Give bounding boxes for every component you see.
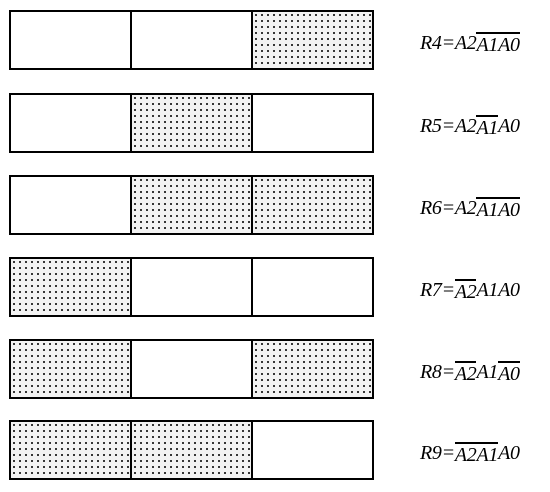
segment-bar [9, 10, 374, 70]
row-equation: R6=A2A1A0 [420, 193, 520, 223]
shaded-cell [253, 177, 372, 233]
row-r8: R8=A2A1A0 [0, 339, 550, 403]
row-equation: R4=A2A1A0 [420, 28, 520, 58]
equation-term: A0 [498, 115, 520, 137]
row-r5: R5=A2A1A0 [0, 93, 550, 157]
negated-term: A1 [476, 197, 499, 221]
negated-term: A1 [476, 115, 499, 139]
row-r4: R4=A2A1A0 [0, 10, 550, 74]
equation-prefix: R5= [420, 115, 455, 137]
shaded-cell [132, 177, 253, 233]
shaded-cell [132, 422, 253, 478]
negated-term: A2 [454, 442, 477, 466]
equation-term: A1 [476, 361, 499, 383]
negated-term: A1 [476, 32, 499, 56]
row-equation: R7=A2A1A0 [420, 275, 520, 305]
equation-term: A0 [498, 442, 520, 464]
empty-cell [132, 259, 253, 315]
equation-prefix: R7= [420, 279, 455, 301]
shaded-cell [11, 259, 132, 315]
empty-cell [253, 259, 372, 315]
negated-term: A2 [454, 279, 477, 303]
empty-cell [253, 95, 372, 151]
equation-term: A1 [476, 279, 499, 301]
empty-cell [132, 341, 253, 397]
empty-cell [253, 422, 372, 478]
equation-prefix: R4= [420, 32, 455, 54]
negated-term: A2 [454, 361, 477, 385]
equation-term: A2 [454, 32, 477, 54]
shaded-cell [253, 341, 372, 397]
shaded-cell [11, 341, 132, 397]
negated-term: A0 [498, 32, 520, 56]
shaded-cell [132, 95, 253, 151]
equation-prefix: R9= [420, 442, 455, 464]
segment-bar [9, 175, 374, 235]
shaded-cell [11, 422, 132, 478]
empty-cell [11, 95, 132, 151]
empty-cell [132, 12, 253, 68]
equation-prefix: R8= [420, 361, 455, 383]
shaded-cell [253, 12, 372, 68]
segment-bar [9, 420, 374, 480]
negated-term: A0 [498, 197, 520, 221]
row-r7: R7=A2A1A0 [0, 257, 550, 321]
negated-term: A1 [476, 442, 499, 466]
negated-term: A0 [498, 361, 520, 385]
equation-prefix: R6= [420, 197, 455, 219]
segment-bar [9, 257, 374, 317]
empty-cell [11, 177, 132, 233]
equation-term: A0 [498, 279, 520, 301]
row-equation: R9=A2A1A0 [420, 438, 520, 468]
segment-bar [9, 93, 374, 153]
segment-bar [9, 339, 374, 399]
empty-cell [11, 12, 132, 68]
equation-term: A2 [454, 197, 477, 219]
row-equation: R8=A2A1A0 [420, 357, 520, 387]
equation-term: A2 [454, 115, 477, 137]
row-r6: R6=A2A1A0 [0, 175, 550, 239]
row-equation: R5=A2A1A0 [420, 111, 520, 141]
row-r9: R9=A2A1A0 [0, 420, 550, 484]
